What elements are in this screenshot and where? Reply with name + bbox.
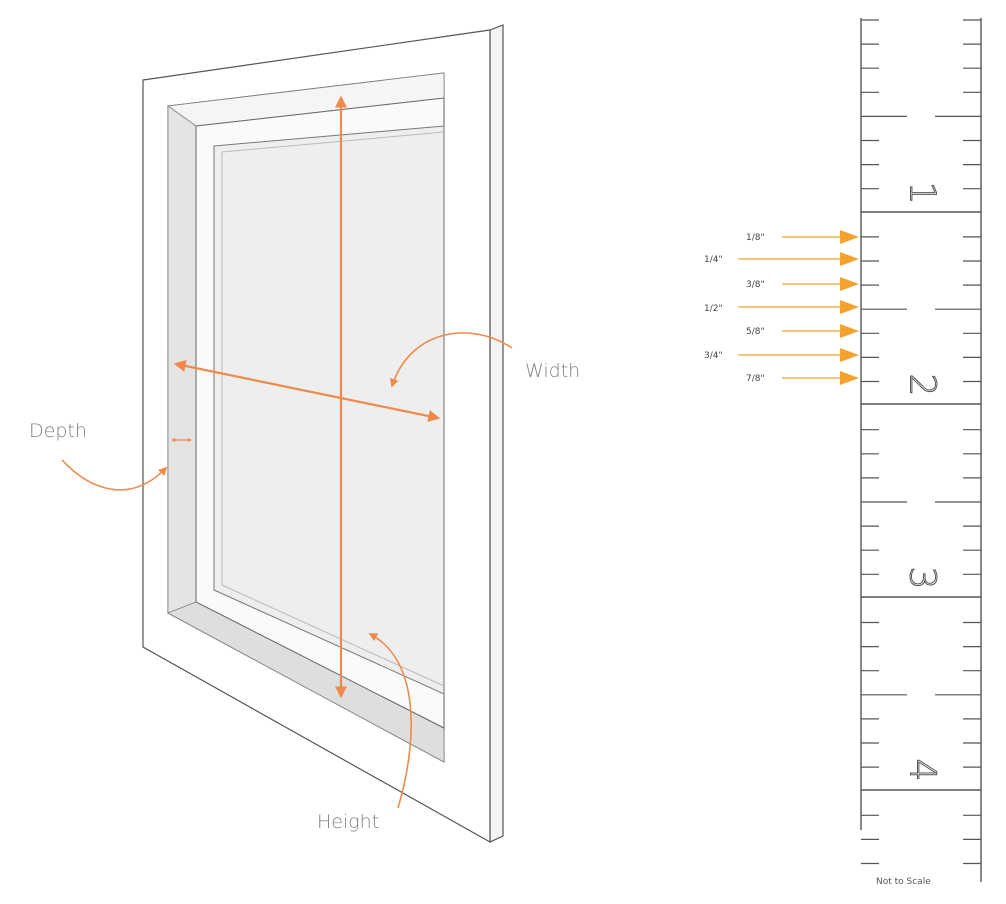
fraction-label-5-8: 5/8" — [746, 327, 765, 337]
fraction-indicators: 1/8" 1/4" 3/8" 1/2" 5/8" 3/4" 7/8" — [704, 230, 859, 385]
window-glass-bevel-left — [221, 152, 445, 687]
width-pointer-curve — [389, 332, 513, 388]
depth-pointer-curve — [61, 459, 168, 491]
fraction-arrowhead-3-4 — [840, 348, 859, 362]
not-to-scale-note: Not to Scale — [876, 877, 931, 887]
ruler-inch-numbers: 1 2 3 4 — [901, 181, 943, 782]
fraction-arrowhead-1-2 — [840, 300, 859, 314]
window-measurement-arrows — [61, 95, 513, 809]
width-label: Width — [525, 360, 580, 382]
fraction-arrowhead-5-8 — [840, 324, 859, 338]
inch-number-3: 3 — [902, 567, 943, 590]
fraction-label-3-4: 3/4" — [704, 351, 723, 361]
window-glass-bevel — [221, 131, 445, 153]
fraction-label-1-2: 1/2" — [704, 304, 723, 314]
window-recess-left-wall — [167, 105, 197, 614]
ruler — [860, 18, 982, 890]
inch-number-1: 1 — [902, 182, 943, 205]
fraction-label-1-4: 1/4" — [704, 255, 723, 265]
fraction-arrowhead-3-8 — [840, 277, 859, 291]
fraction-arrowhead-7-8 — [840, 371, 859, 385]
window-illustration — [142, 24, 504, 844]
inch-number-2: 2 — [902, 374, 943, 397]
fraction-label-1-8: 1/8" — [746, 233, 765, 243]
width-arrow — [173, 360, 441, 422]
fraction-label-3-8: 3/8" — [746, 280, 765, 290]
fraction-arrowhead-1-8 — [840, 230, 859, 244]
ruler-body — [861, 18, 981, 890]
height-label: Height — [317, 811, 379, 833]
ruler-ticks — [861, 19, 981, 865]
fraction-label-7-8: 7/8" — [746, 374, 765, 384]
height-pointer-curve — [368, 633, 412, 809]
inch-number-4: 4 — [902, 759, 943, 782]
window-frame-side — [489, 24, 504, 843]
fraction-arrowhead-1-4 — [840, 252, 859, 266]
depth-label: Depth — [29, 420, 87, 442]
